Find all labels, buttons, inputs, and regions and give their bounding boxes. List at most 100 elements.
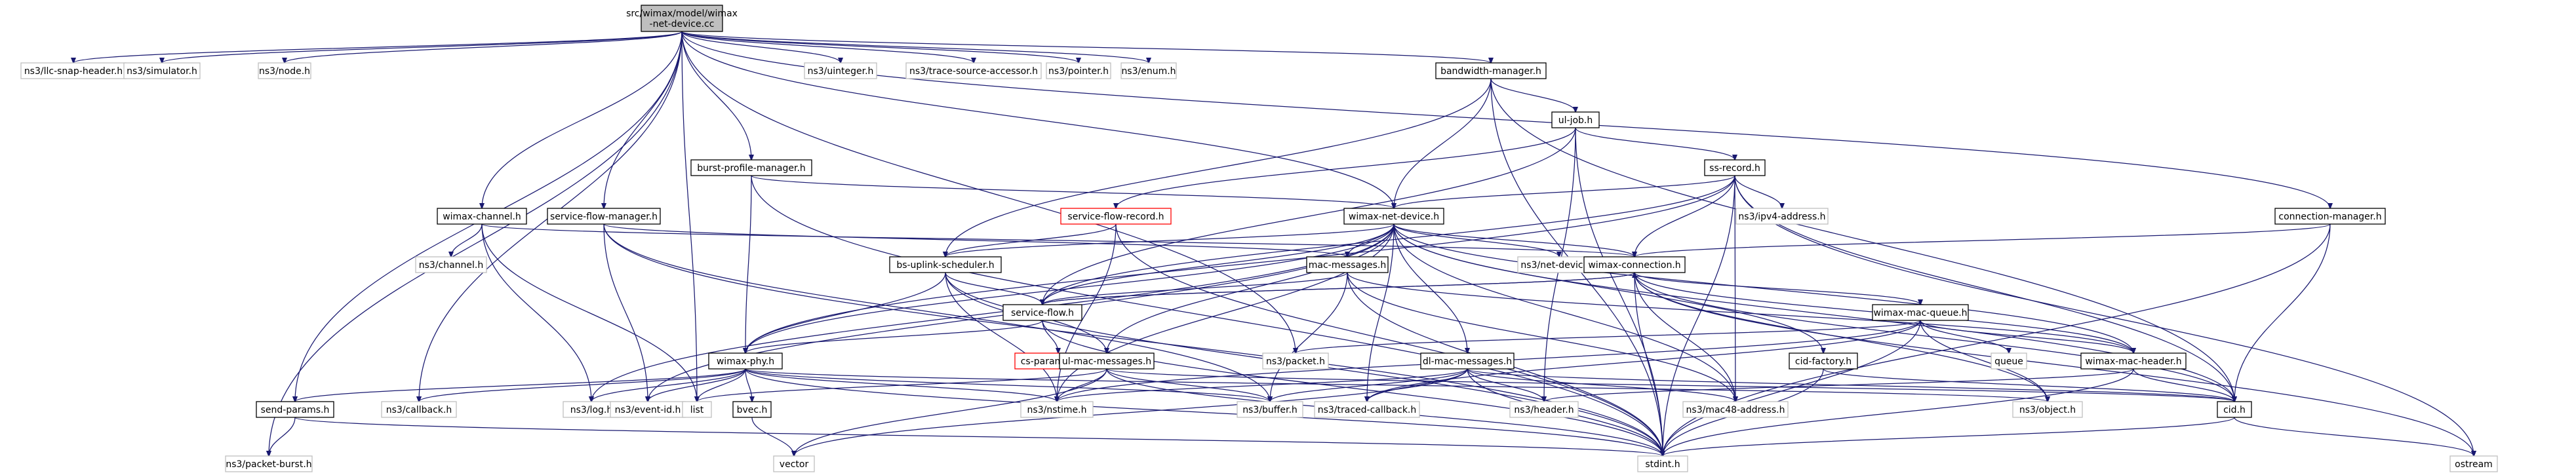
node-sfm-box [547,208,661,225]
node-callback: ns3/callback.h [381,401,457,418]
node-wmq[interactable]: wimax-mac-queue.h [1872,304,1969,321]
edge-ulmac-to-vector [794,368,1107,456]
edge-ssrecord-to-wconn [1635,175,1735,257]
node-cid[interactable]: cid.h [2217,401,2252,418]
node-queue-box [1991,352,2027,370]
edge-wmh-to-cid [2133,368,2234,402]
edge-ulmac-to-nstime [1057,368,1107,402]
node-wphy[interactable]: wimax-phy.h [708,352,783,370]
node-header: ns3/header.h [1509,401,1579,418]
edge-bsus-to-nstime [945,272,1057,402]
edge-conmgr-to-cid [2234,223,2331,402]
node-uinteger: ns3/uinteger.h [804,62,877,79]
edges-layer [73,31,2474,456]
node-bpm-box [690,159,812,176]
node-nstime-label: ns3/nstime.h [1027,405,1087,415]
edge-ulmac-to-cid [1106,368,2234,402]
node-wmh[interactable]: wimax-mac-header.h [2080,352,2187,370]
node-uljob[interactable]: ul-job.h [1551,111,1600,128]
edge-conmgr-to-stdint [1663,223,2331,456]
edge-bpm-to-stdint [751,175,1663,456]
node-header-box [1509,401,1579,418]
node-root[interactable]: src/wimax/model/wimax-net-device.cc [626,5,738,32]
edge-ulmac-to-buffer [1106,368,1270,402]
edge-wphy-to-callback [419,368,746,402]
node-bvec-label: bvec.h [737,405,768,415]
node-pburst: ns3/packet-burst.h [225,455,313,472]
edge-wphy-to-bvec [745,368,752,402]
node-uinteger-label: ns3/uinteger.h [808,66,874,77]
node-node-box [258,62,311,79]
node-bpm[interactable]: burst-profile-manager.h [690,159,812,176]
node-stdint: stdint.h [1637,455,1688,472]
edge-root-to-uinteger [681,31,841,63]
edge-sflow-to-stdint [1042,320,1663,456]
node-conmgr[interactable]: connection-manager.h [2274,208,2386,225]
node-sflow[interactable]: service-flow.h [1002,304,1082,321]
node-sfr-label: service-flow-record.h [1067,212,1164,222]
node-packet-box [1262,352,1329,370]
node-ulmac-label: ul-mac-messages.h [1062,356,1151,367]
node-wnd-label: wimax-net-device.h [1349,212,1439,222]
node-wphy-box [708,352,783,370]
node-bsus-label: bs-uplink-scheduler.h [896,260,994,271]
node-channel-label: ns3/channel.h [419,260,484,271]
node-callback-label: ns3/callback.h [386,405,452,415]
node-wchan[interactable]: wimax-channel.h [437,208,527,225]
node-wnd[interactable]: wimax-net-device.h [1343,208,1444,225]
node-dlmac[interactable]: dl-mac-messages.h [1420,352,1515,370]
edge-bpm-to-wnd [751,175,1394,208]
edge-root-to-pointer [681,31,1079,63]
node-vector-label: vector [780,459,809,470]
node-enum-label: ns3/enum.h [1121,66,1176,77]
edge-wmq-to-packet [1296,320,1921,353]
edge-bwm-to-wnd [1394,78,1492,208]
node-buffer-label: ns3/buffer.h [1242,405,1298,415]
edge-wphy-to-eventid [648,368,746,402]
node-ipv4-label: ns3/ipv4-address.h [1738,212,1825,222]
node-nstime-box [1020,401,1094,418]
node-root-label: -net-device.cc [650,19,715,29]
node-tsa-label: ns3/trace-source-accessor.h [909,66,1038,77]
edge-bwm-to-bsus [945,78,1492,257]
node-macmsg[interactable]: mac-messages.h [1306,256,1389,273]
node-enum-box [1120,62,1177,79]
edge-wmh-to-header [1544,368,2134,402]
edge-wmq-to-stdint [1663,320,1921,456]
node-bsus[interactable]: bs-uplink-scheduler.h [889,256,1002,273]
node-cidf[interactable]: cid-factory.h [1789,352,1858,370]
edge-sendp-to-stdint [294,417,1663,456]
node-sfr[interactable]: service-flow-record.h [1060,208,1172,225]
node-sendp[interactable]: send-params.h [256,401,334,418]
node-macmsg-label: mac-messages.h [1309,260,1387,271]
node-llc: ns3/llc-snap-header.h [20,62,127,79]
node-sfm[interactable]: service-flow-manager.h [547,208,661,225]
node-node: ns3/node.h [258,62,311,79]
edge-conmgr-to-wconn [1635,223,2331,257]
node-callback-box [381,401,457,418]
node-header-label: ns3/header.h [1514,405,1574,415]
node-sfr-box [1060,208,1172,225]
node-bvec[interactable]: bvec.h [732,401,772,418]
node-bwm-label: bandwidth-manager.h [1440,66,1541,77]
edge-cid-to-stdint [1663,417,2235,456]
node-wconn[interactable]: wimax-connection.h [1583,256,1686,273]
node-bwm[interactable]: bandwidth-manager.h [1435,62,1547,79]
edge-wnd-to-log [591,223,1395,402]
node-pburst-label: ns3/packet-burst.h [226,459,311,470]
node-ulmac[interactable]: ul-mac-messages.h [1059,352,1155,370]
node-bsus-box [889,256,1002,273]
node-ssrecord[interactable]: ss-record.h [1704,159,1766,176]
node-buffer-box [1237,401,1303,418]
edge-sflow-to-wphy [745,320,1043,353]
edge-wnd-to-sflow [1042,223,1395,305]
edge-wphy-to-nstime [745,368,1057,402]
edge-wmq-to-traced [1367,320,1921,402]
node-stdint-box [1637,455,1688,472]
node-cid-box [2217,401,2252,418]
node-pointer-box [1046,62,1111,79]
edge-root-to-node [285,31,683,63]
node-eventid: ns3/event-id.h [610,401,686,418]
node-wphy-label: wimax-phy.h [717,356,774,367]
node-cidf-box [1789,352,1858,370]
